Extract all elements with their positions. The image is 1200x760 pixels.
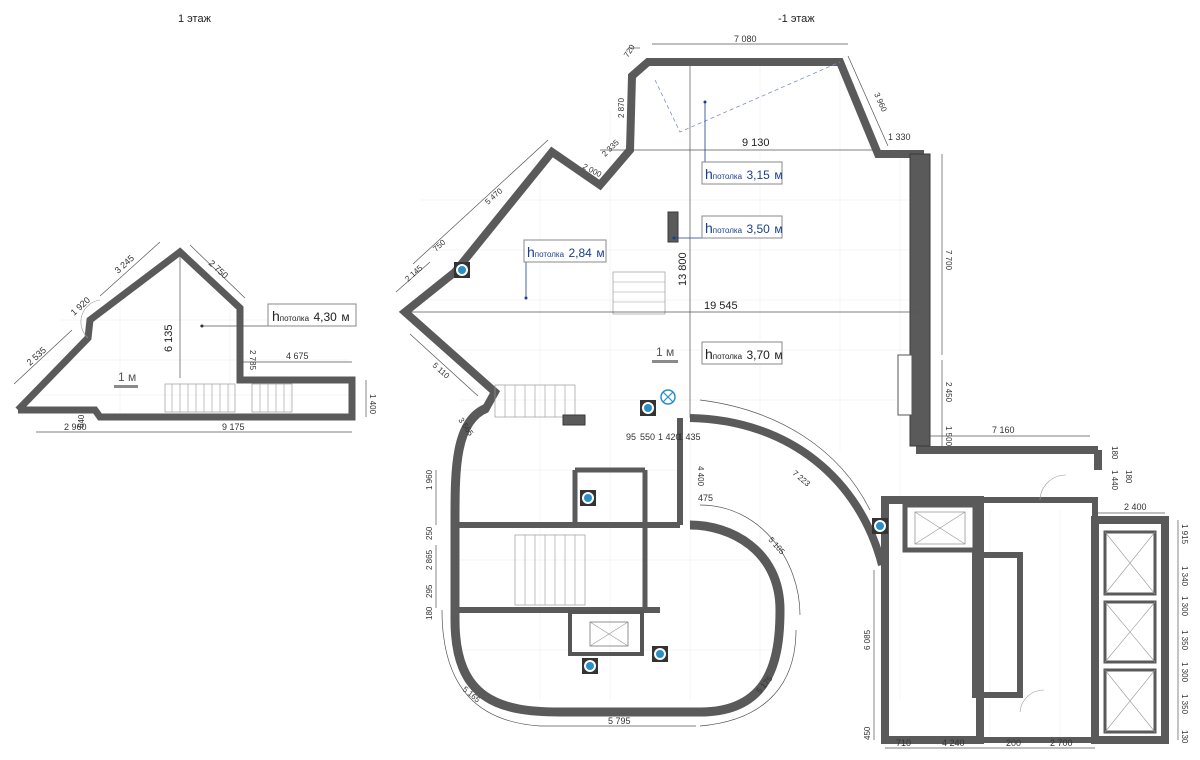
svg-text:200: 200: [1006, 738, 1021, 748]
lower-east-wall: [909, 153, 931, 447]
svg-text:1 420: 1 420: [658, 432, 681, 442]
water-drop-icon: [652, 646, 668, 662]
svg-text:5 795: 5 795: [608, 716, 631, 726]
svg-text:180: 180: [425, 606, 434, 620]
svg-text:9 130: 9 130: [742, 137, 770, 149]
svg-text:1 435: 1 435: [678, 432, 701, 442]
ceiling-height-label-main: hпотолка 3,70 м: [705, 346, 783, 363]
svg-text:7 160: 7 160: [992, 425, 1015, 435]
level-mark-lower: 1 м: [656, 345, 674, 359]
svg-text:2 865: 2 865: [425, 549, 434, 570]
lower-east-niche: [897, 354, 913, 416]
ceiling-height-box-column: hпотолка 3,50 м: [672, 215, 783, 240]
lower-wall-stub: [562, 414, 586, 426]
svg-text:1 330: 1 330: [888, 132, 911, 142]
lower-column: [667, 211, 679, 243]
svg-text:4 240: 4 240: [942, 738, 965, 748]
water-drop-icon: [640, 400, 656, 416]
svg-text:95: 95: [626, 432, 636, 442]
svg-text:710: 710: [896, 738, 911, 748]
svg-text:7 700: 7 700: [944, 250, 953, 271]
level-mark-upper: 1 м: [118, 370, 136, 384]
floor-title-upper: 1 этаж: [178, 13, 212, 25]
svg-text:450: 450: [863, 726, 872, 740]
svg-text:19 545: 19 545: [704, 300, 738, 312]
svg-text:13 800: 13 800: [677, 252, 689, 286]
svg-text:180: 180: [1124, 470, 1133, 484]
lower-dimensions: 720 7 080 3 960 2 870 1 330 2 335 2 000 …: [395, 34, 1189, 749]
upper-floor-grid: [30, 260, 350, 415]
ceiling-height-box-north: hпотолка 3,15 м: [701, 100, 783, 185]
svg-text:1 350: 1 350: [1180, 630, 1189, 651]
svg-text:4 675: 4 675: [286, 351, 309, 361]
svg-text:2 400: 2 400: [1124, 502, 1147, 512]
svg-text:9 175: 9 175: [222, 422, 245, 432]
svg-text:2 870: 2 870: [617, 97, 626, 118]
svg-text:2 335: 2 335: [600, 138, 621, 159]
level-mark-bar-upper: [114, 385, 138, 388]
svg-text:550: 550: [640, 432, 655, 442]
upper-door-arc: [80, 299, 101, 339]
svg-text:2 450: 2 450: [944, 382, 953, 403]
svg-text:5 470: 5 470: [483, 186, 504, 206]
svg-text:720: 720: [622, 43, 637, 60]
lower-floor-plan: 1 м hпото: [395, 34, 1189, 749]
lower-east-block: [881, 450, 1169, 744]
ceiling-height-box-upper: hпотолка 4,30 м: [200, 303, 357, 328]
svg-text:1 960: 1 960: [425, 469, 434, 490]
svg-text:1 440: 1 440: [1110, 470, 1119, 491]
svg-text:295: 295: [425, 584, 434, 598]
svg-text:1 300: 1 300: [1180, 662, 1189, 683]
svg-text:130: 130: [1180, 730, 1189, 744]
svg-text:7 080: 7 080: [734, 34, 757, 44]
svg-text:7 223: 7 223: [791, 469, 813, 489]
svg-text:250: 250: [425, 526, 434, 540]
upper-outer-wall: [15, 247, 356, 421]
lower-west-wall: [398, 268, 501, 412]
water-drop-icon: [872, 518, 888, 534]
svg-text:2 960: 2 960: [64, 422, 87, 432]
svg-text:3 245: 3 245: [113, 253, 136, 276]
floor-title-lower: -1 этаж: [778, 13, 815, 25]
ceiling-height-label-west: hпотолка 2,84 м: [527, 244, 605, 261]
ceiling-height-box-west: hпотолка 2,84 м: [523, 239, 607, 300]
lower-rounded-room-wall: [450, 403, 785, 717]
lower-dashed-outline: [654, 61, 841, 133]
svg-text:1 300: 1 300: [1180, 596, 1189, 617]
svg-text:1 915: 1 915: [1180, 524, 1189, 545]
lower-curved-corridor-wall: [689, 414, 886, 567]
ceiling-height-label-column: hпотолка 3,50 м: [705, 220, 783, 237]
svg-text:4 400: 4 400: [696, 466, 705, 487]
ceiling-height-label-upper: hпотолка 4,30 м: [272, 308, 350, 325]
svg-text:2 145: 2 145: [403, 263, 424, 283]
ceiling-height-label-north: hпотолка 3,15 м: [705, 166, 783, 183]
svg-text:5 105: 5 105: [767, 535, 787, 556]
svg-text:1 920: 1 920: [69, 295, 92, 318]
ceiling-height-box-main: hпотолка 3,70 м: [701, 341, 783, 365]
lower-elevator-shaft: [568, 610, 644, 656]
water-drop-icon: [454, 262, 470, 278]
svg-text:6 135: 6 135: [163, 324, 175, 352]
svg-text:1 400: 1 400: [368, 394, 377, 415]
svg-text:2 535: 2 535: [25, 345, 48, 368]
svg-text:475: 475: [698, 493, 713, 503]
svg-text:1 350: 1 350: [1180, 694, 1189, 715]
svg-text:640: 640: [77, 414, 86, 428]
svg-text:2 700: 2 700: [1050, 738, 1073, 748]
svg-text:1 340: 1 340: [1180, 566, 1189, 587]
water-drop-icon: [580, 490, 596, 506]
svg-text:2 785: 2 785: [248, 350, 257, 371]
water-drop-icon: [582, 658, 598, 674]
lower-stairs-main: [494, 271, 666, 606]
svg-text:180: 180: [1110, 446, 1119, 460]
upper-stairs: [164, 383, 293, 413]
svg-text:5 110: 5 110: [431, 361, 452, 381]
svg-text:6 085: 6 085: [863, 629, 872, 650]
svg-text:3 960: 3 960: [872, 91, 889, 113]
upper-floor-plan: 1 м 3 245 2 750 1 920 2 535 6 135 2 785 …: [13, 241, 377, 433]
level-mark-bar-lower: [652, 360, 678, 363]
svg-text:750: 750: [431, 237, 447, 253]
ventilation-fan-icon: [660, 389, 676, 405]
